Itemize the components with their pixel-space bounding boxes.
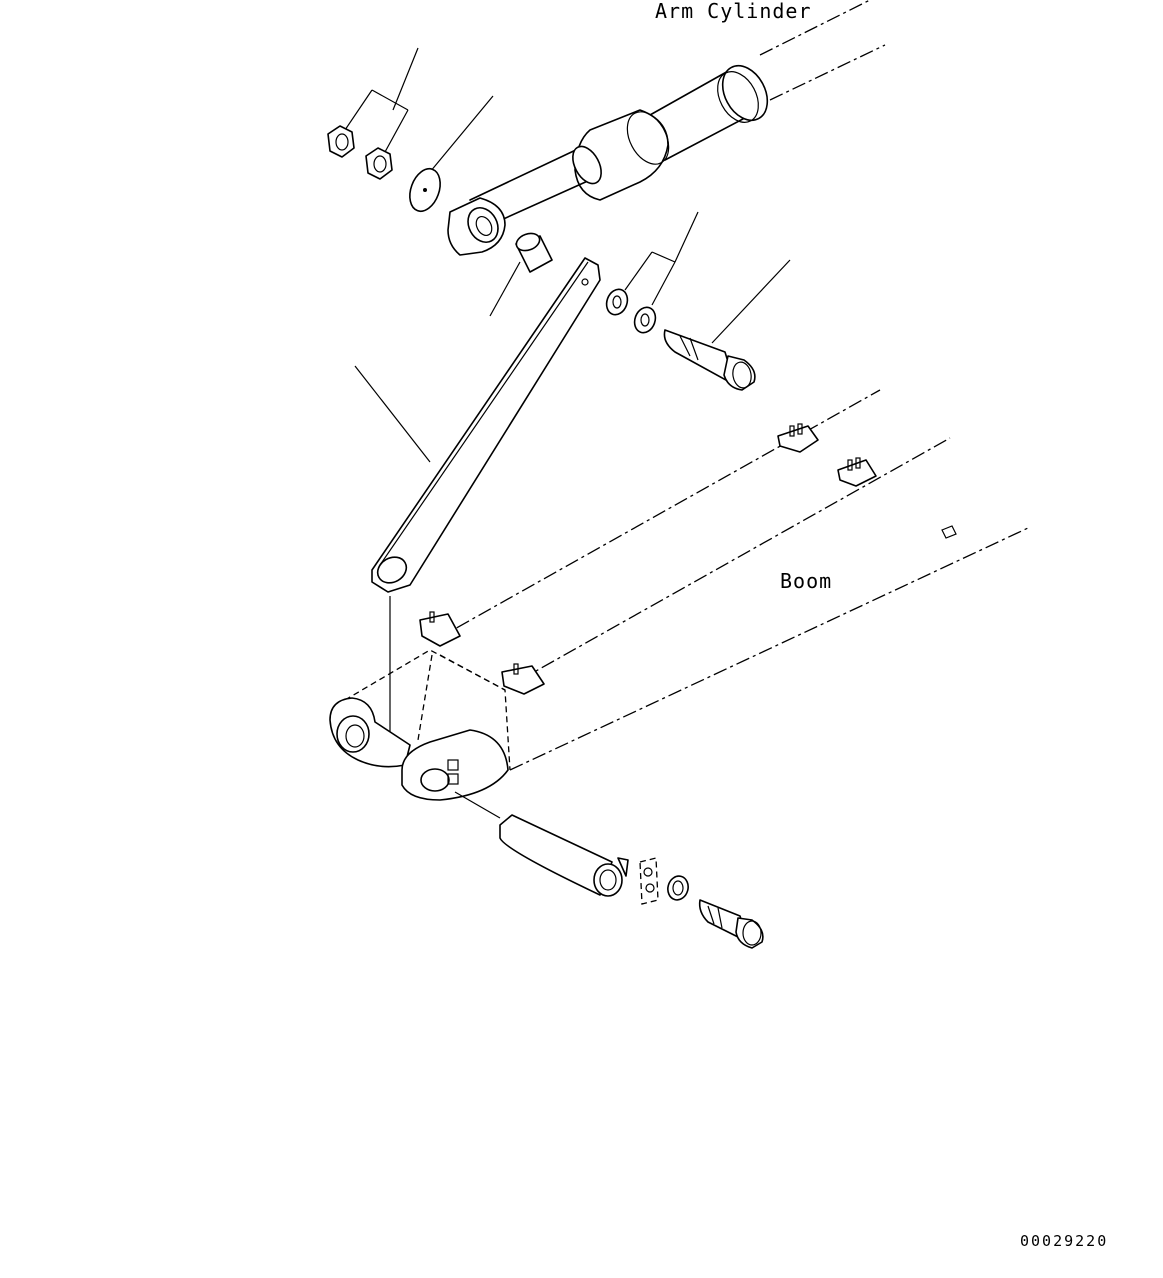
boom-bracket bbox=[419, 611, 461, 647]
boom-bracket bbox=[837, 457, 877, 487]
nut-and-washer-group bbox=[327, 47, 494, 213]
arm-cylinder-label: Arm Cylinder bbox=[655, 0, 812, 23]
bushing bbox=[489, 232, 553, 317]
lower-pin-group bbox=[499, 814, 764, 949]
boom bbox=[329, 389, 1029, 819]
boom-label: Boom bbox=[780, 569, 832, 593]
arm-cylinder bbox=[447, 0, 886, 256]
boom-bracket bbox=[777, 423, 819, 453]
drawing-number: 00029220 bbox=[1020, 1232, 1108, 1250]
boom-bracket bbox=[501, 663, 545, 695]
upper-pin-group bbox=[605, 211, 791, 391]
link-bar bbox=[354, 257, 601, 593]
